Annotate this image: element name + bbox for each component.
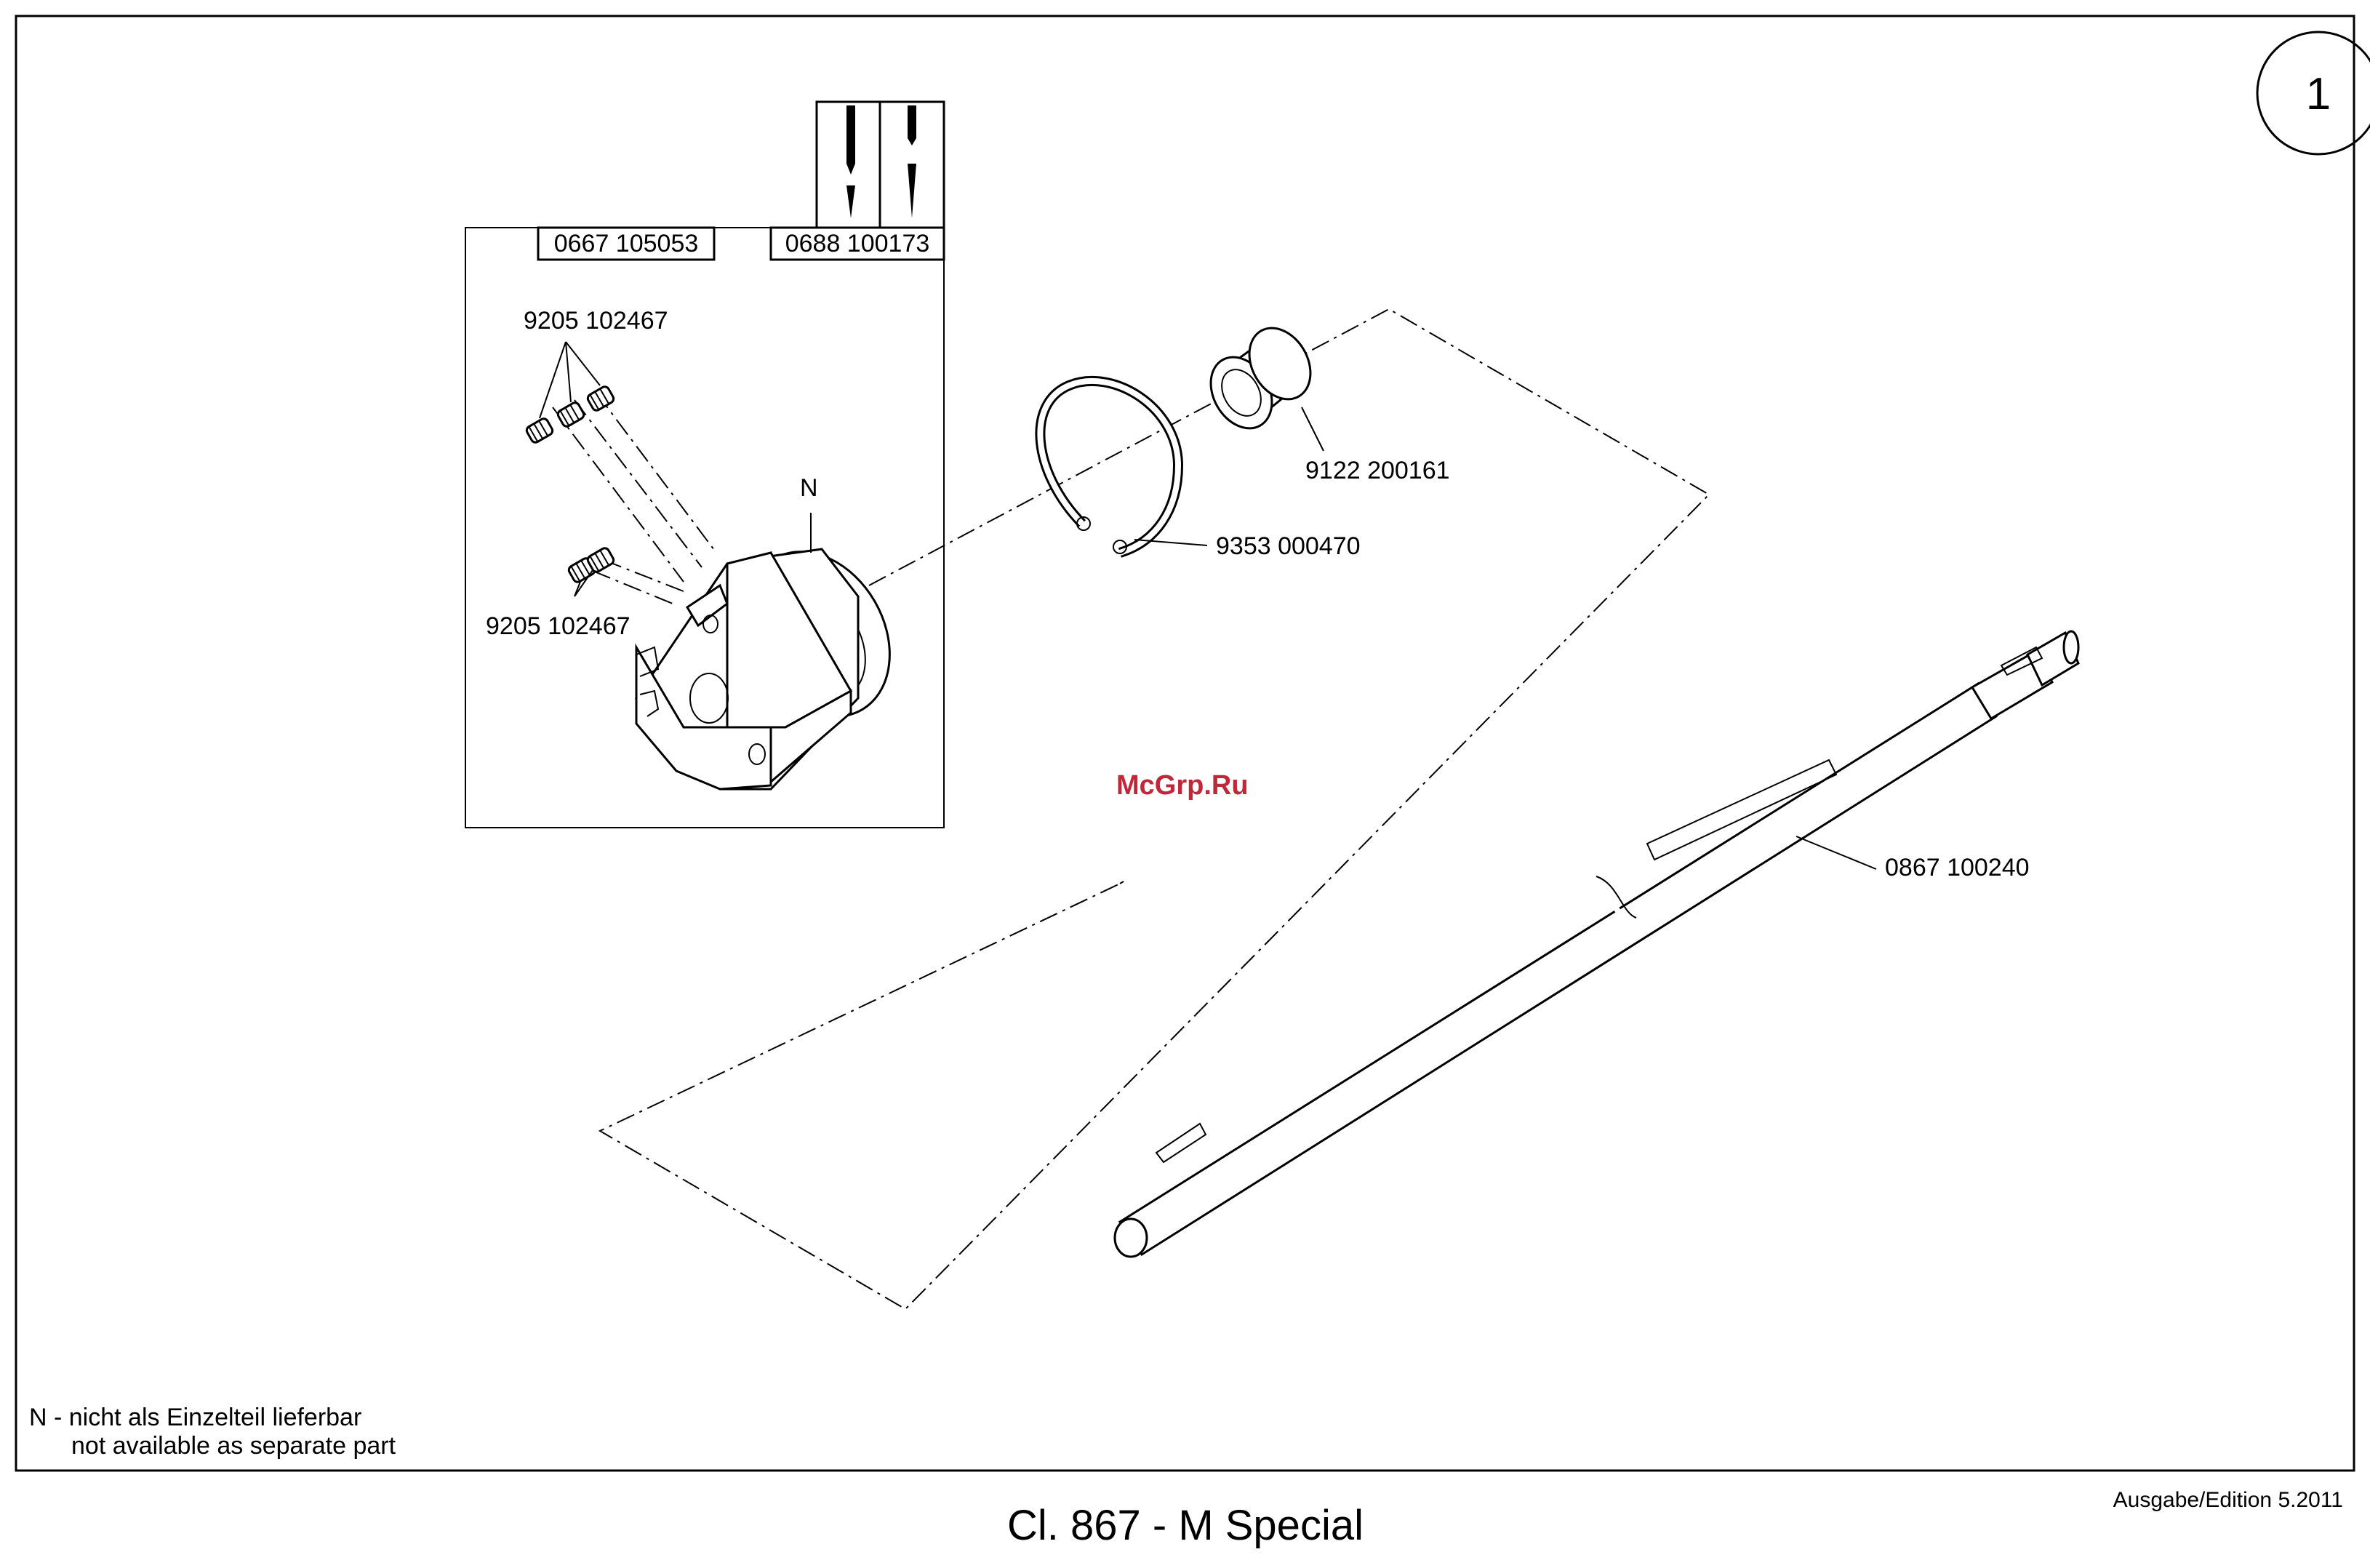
label-bushing: 9122 200161 xyxy=(1305,457,1450,484)
set-screws-top xyxy=(525,342,615,444)
label-n-marker: N xyxy=(800,474,818,502)
retaining-ring xyxy=(1040,381,1207,553)
kit-label-right: 0688 100173 xyxy=(785,230,930,257)
needle-pictogram xyxy=(817,102,944,228)
sheet-number: 1 xyxy=(2306,69,2331,119)
kit-label-left-box: 0667 105053 xyxy=(538,228,714,260)
label-retaining-ring: 9353 000470 xyxy=(1216,532,1361,560)
note-line-2: not available as separate part xyxy=(71,1432,396,1460)
label-screws-top: 9205 102467 xyxy=(524,307,668,335)
set-screws-bottom xyxy=(567,547,615,596)
drawing-frame xyxy=(16,16,2354,1471)
shaft xyxy=(1115,631,2078,1257)
watermark: McGrp.Ru xyxy=(1116,770,1249,801)
kit-label-right-box: 0688 100173 xyxy=(771,228,944,260)
label-shaft: 0867 100240 xyxy=(1885,854,2030,881)
label-screws-bottom: 9205 102467 xyxy=(486,612,630,640)
edition-text: Ausgabe/Edition 5.2011 xyxy=(2113,1488,2343,1512)
bushing xyxy=(1198,317,1324,451)
assembly-axis-lines xyxy=(553,309,1709,1309)
page-title: Cl. 867 - M Special xyxy=(1007,1502,1364,1549)
hook-driver-body xyxy=(636,513,918,789)
kit-label-left: 0667 105053 xyxy=(554,230,699,257)
note-line-1: N - nicht als Einzelteil lieferbar xyxy=(29,1404,361,1431)
